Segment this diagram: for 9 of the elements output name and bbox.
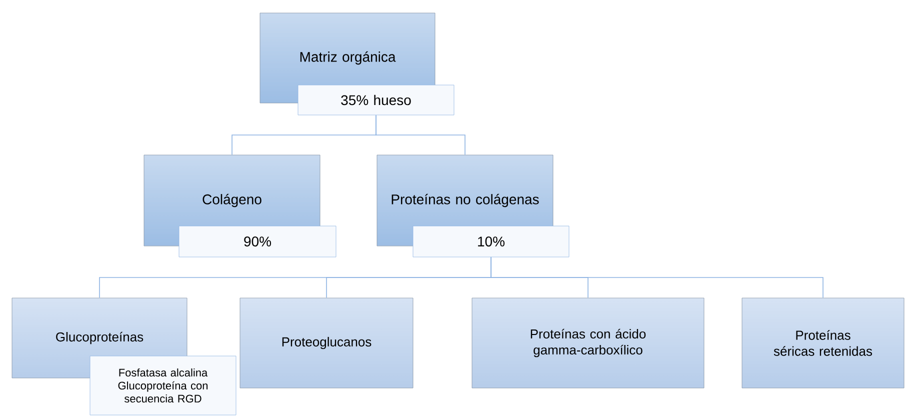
value-box: Fosfatasa alcalina Glucoproteína con secuencia RGD <box>90 356 236 416</box>
value-box: 35% hueso <box>298 84 454 116</box>
category-box: Proteoglucanos <box>240 298 414 388</box>
value-box: 90% <box>178 226 336 258</box>
connector-line <box>376 114 466 156</box>
connector-line <box>490 256 824 298</box>
category-box: Proteínas séricas retenidas <box>742 298 904 388</box>
value-box: 10% <box>412 226 570 258</box>
category-box: Proteínas con ácido gamma-carboxílico <box>472 298 704 388</box>
